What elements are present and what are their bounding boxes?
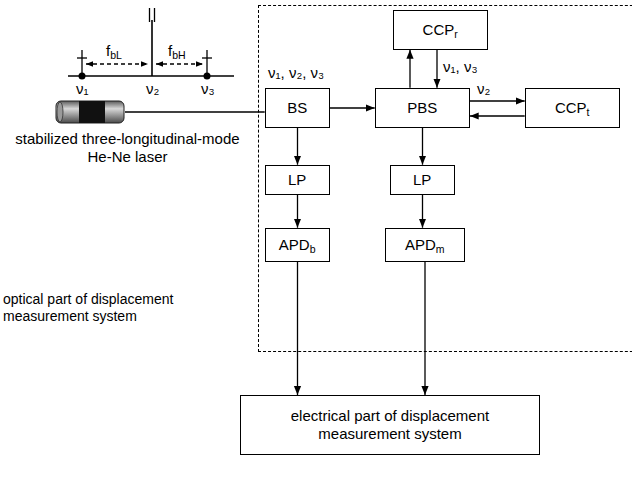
polarization-mark <box>154 8 155 22</box>
beam-arrow <box>422 128 423 165</box>
prism-box: CCPr <box>393 10 488 50</box>
beam-arrow <box>470 100 525 101</box>
subscript: m <box>436 242 445 254</box>
beat-label: fbL <box>106 42 122 60</box>
main-letters: f <box>168 42 172 59</box>
heading-label: optical part of displacement measurement… <box>3 291 255 325</box>
box-label: CCPr <box>423 21 458 39</box>
mode-line <box>151 20 153 76</box>
beam-arrow <box>424 262 425 395</box>
laser-tube: stabilized three-longitudinal-mode He-Ne… <box>55 100 125 124</box>
prism-box: CCPt <box>525 88 620 128</box>
beam-arrow <box>470 115 525 116</box>
main-letters: APD <box>405 236 436 253</box>
splitter-box: PBS <box>375 88 470 128</box>
subscript: bH <box>172 49 185 61</box>
subscript: t <box>587 105 590 117</box>
box-label: APDm <box>405 236 445 254</box>
box-label: PBS <box>407 99 437 117</box>
box-label: BS <box>287 99 307 117</box>
beam-label: ν₂ <box>477 80 490 98</box>
polarization-mark <box>206 50 207 58</box>
box-label: APDb <box>279 236 316 254</box>
mode-dot <box>79 73 86 80</box>
beat-label: fbH <box>168 42 186 60</box>
box-label: CCPt <box>555 99 590 117</box>
beam-arrow <box>297 195 298 228</box>
heading-label: stabilized three-longitudinal-mode He-Ne… <box>15 130 240 166</box>
subscript: b <box>310 242 316 254</box>
region-outline: optical part of displacement measurement… <box>258 5 632 352</box>
beat-interval <box>156 63 203 64</box>
laser-tube-body <box>56 101 124 123</box>
polarization-mark <box>81 50 82 58</box>
laser-body <box>55 100 125 124</box>
subscript: r <box>454 27 458 39</box>
process-box: electrical part of displacement measurem… <box>240 395 540 455</box>
beam-arrow <box>297 262 298 395</box>
beam-arrow <box>409 50 410 88</box>
detector-box: APDm <box>385 228 465 262</box>
subscript: bL <box>110 49 122 61</box>
frequency-label: ν₂ <box>146 80 159 98</box>
main-letters: CCP <box>555 99 587 116</box>
box-label: electrical part of displacement measurem… <box>259 407 521 443</box>
beat-interval <box>86 63 148 64</box>
main-letters: f <box>106 42 110 59</box>
polarization-mark <box>149 8 150 22</box>
polarizer-box: LP <box>390 165 455 195</box>
detector-box: APDb <box>265 228 330 262</box>
box-label: LP <box>413 171 431 189</box>
laser-end <box>57 102 63 122</box>
main-letters: CCP <box>423 21 455 38</box>
beam-label: ν₁, ν₃ <box>443 58 478 76</box>
box-label: LP <box>288 171 306 189</box>
beam-arrow <box>436 50 437 88</box>
beam-label: ν₁, ν₂, ν₃ <box>268 64 324 82</box>
beam-arrow <box>422 195 423 228</box>
beam-arrow <box>125 111 265 112</box>
frequency-label: ν₁ <box>76 80 89 98</box>
laser-band <box>79 101 105 123</box>
polarizer-box: LP <box>265 165 330 195</box>
main-letters: APD <box>279 236 310 253</box>
beam-arrow <box>297 128 298 165</box>
frequency-label: ν₃ <box>201 80 215 98</box>
splitter-box: BS <box>265 88 330 128</box>
beam-arrow <box>330 107 375 108</box>
mode-dot <box>204 73 211 80</box>
